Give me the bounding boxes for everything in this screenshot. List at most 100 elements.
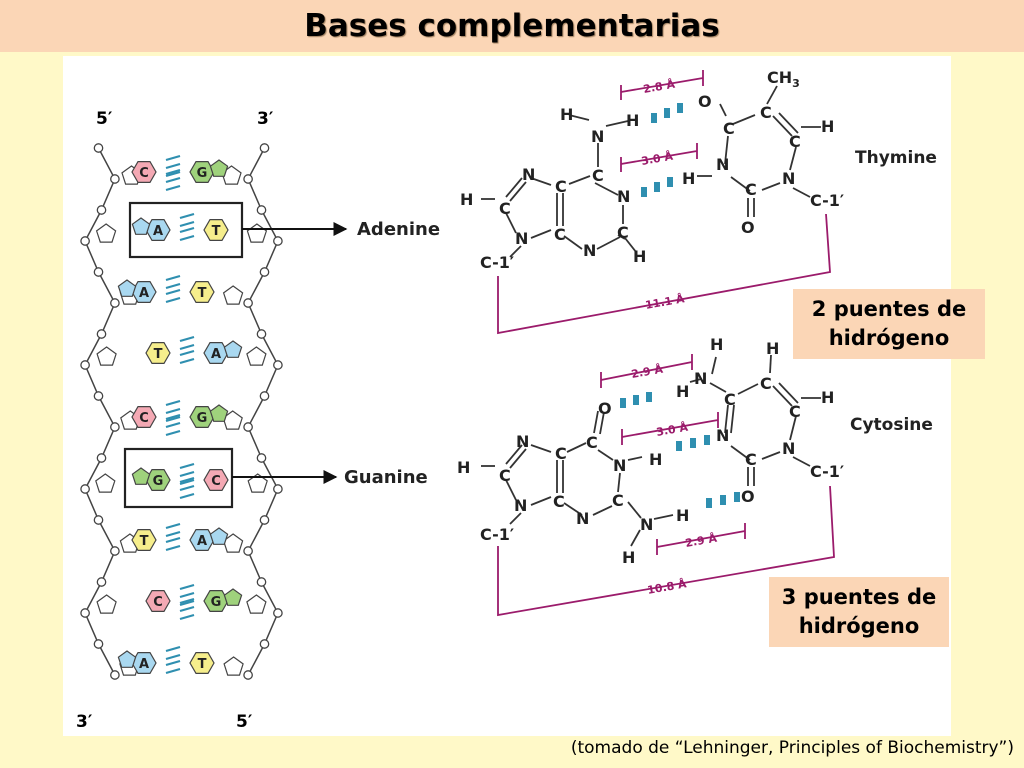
- hydrogen-bond-mark: [165, 429, 181, 437]
- atom-label: C: [555, 177, 567, 196]
- distance-label: 3.0 Å: [655, 421, 689, 439]
- base-ring-left: [131, 161, 157, 183]
- base-letter-right: C: [211, 474, 221, 489]
- atom-label: H: [676, 506, 689, 525]
- hydrogen-bond-mark: [165, 399, 181, 407]
- phosphate-node: [110, 298, 120, 308]
- hydrogen-bond-mark: [165, 667, 181, 675]
- atom-label: H: [682, 169, 695, 188]
- hydrogen-bond-mark: [165, 645, 181, 653]
- helix-bottom-left-end: 3′: [76, 712, 93, 732]
- gc-pair-structure: O C N H C N H H N C C N C H N C-1′ H N H…: [457, 335, 933, 617]
- atom-label: H: [460, 190, 473, 209]
- atom-label: C: [745, 450, 757, 469]
- atom-label: C: [612, 491, 624, 510]
- atom-label: C-1′: [810, 191, 844, 210]
- phosphate-node: [80, 236, 90, 246]
- callout-label-guanine: Guanine: [344, 467, 428, 488]
- atom-label: C: [554, 225, 566, 244]
- base-letter-right: G: [197, 411, 208, 426]
- atom-label: N: [716, 155, 729, 174]
- atom-label: H: [626, 111, 639, 130]
- atom-label: N: [782, 169, 795, 188]
- phosphate-node: [259, 267, 270, 277]
- atom-label: N: [515, 229, 528, 248]
- atom-label: N: [640, 515, 653, 534]
- base-ring-right-fused: [209, 404, 229, 422]
- base-ring-left: [145, 589, 171, 613]
- atom-label: N: [613, 456, 626, 475]
- atom-label: H: [633, 247, 646, 266]
- phosphate-node: [96, 453, 107, 463]
- hydrogen-bond-mark: [165, 274, 181, 282]
- phosphate-node: [259, 143, 270, 153]
- hydrogen-bond-mark: [179, 476, 195, 484]
- base-ring-left-fused: [131, 467, 151, 485]
- phosphate-node: [80, 608, 90, 618]
- atom-label: H: [622, 548, 635, 567]
- base-letter-right: T: [198, 657, 207, 672]
- base-letter-right: G: [197, 166, 208, 181]
- base-ring-right: [203, 342, 229, 364]
- base-ring-right-fused: [223, 340, 243, 358]
- base-letter-left: T: [154, 347, 163, 362]
- base-letter-left: A: [153, 224, 163, 239]
- callout-label-adenine: Adenine: [357, 219, 440, 240]
- hydrogen-bond-mark: [165, 282, 181, 290]
- base-letter-right: A: [211, 347, 221, 362]
- note-two-hbonds: 2 puentes de hidrógeno: [793, 289, 985, 359]
- phosphate-node: [80, 484, 90, 494]
- phosphate-node: [110, 422, 120, 432]
- hydrogen-bond-mark: [179, 613, 195, 621]
- hydrogen-bond-mark: [165, 154, 181, 162]
- base-letter-right: A: [197, 534, 207, 549]
- hydrogen-bond-mark: [179, 583, 195, 591]
- phosphate-node: [93, 143, 104, 153]
- phosphate-node: [243, 546, 253, 556]
- hydrogen-bond-mark: [179, 343, 195, 351]
- hydrogen-bond-mark: [179, 349, 195, 357]
- hydrogen-bond-mark: [165, 522, 181, 530]
- distance-label: 2.9 Å: [630, 363, 664, 381]
- hydrogen-bond-mark: [165, 415, 181, 423]
- base-letter-right: T: [198, 286, 207, 301]
- hydrogen-bond-mark: [179, 599, 195, 607]
- sugar-ring: [223, 656, 244, 676]
- base-ring-left: [131, 528, 157, 552]
- atom-label: C: [789, 132, 801, 151]
- atom-label: C: [745, 180, 757, 199]
- hydrogen-bond-mark: [165, 653, 181, 661]
- atom-label: N: [576, 509, 589, 528]
- backbone-strand-right: [247, 147, 279, 676]
- atom-label: O: [741, 487, 755, 506]
- phosphate-node: [273, 236, 283, 246]
- atom-label: C: [724, 390, 736, 409]
- atom-label: H: [821, 388, 834, 407]
- sugar-ring: [246, 346, 267, 366]
- hydrogen-bond-mark: [179, 462, 195, 470]
- phosphate-node: [93, 639, 104, 649]
- atom-label: H: [766, 339, 779, 358]
- thymine-label: Thymine: [855, 148, 937, 168]
- base-letter-left: C: [139, 411, 149, 426]
- distance-label: 2.9 Å: [684, 532, 718, 550]
- base-ring-right-fused: [209, 527, 229, 545]
- base-letter-left: T: [140, 534, 149, 549]
- base-letter-left: C: [139, 166, 149, 181]
- phosphate-node: [93, 515, 104, 525]
- atom-label: C: [789, 402, 801, 421]
- hydrogen-bond-mark: [179, 234, 195, 242]
- atom-label: C: [723, 119, 735, 138]
- hydrogen-bond-mark: [165, 530, 181, 538]
- note-two-text: 2 puentes de hidrógeno: [811, 297, 967, 350]
- hydrogen-bond-mark: [165, 170, 181, 178]
- sugar-ring: [96, 594, 117, 614]
- atom-label: O: [598, 399, 612, 418]
- atom-label: C: [760, 374, 772, 393]
- base-ring-right: [203, 589, 229, 613]
- hydrogen-bond-mark: [179, 591, 195, 599]
- helix-top-right-end: 3′: [257, 109, 274, 129]
- phosphate-node: [256, 329, 267, 339]
- base-letter-left: A: [139, 286, 149, 301]
